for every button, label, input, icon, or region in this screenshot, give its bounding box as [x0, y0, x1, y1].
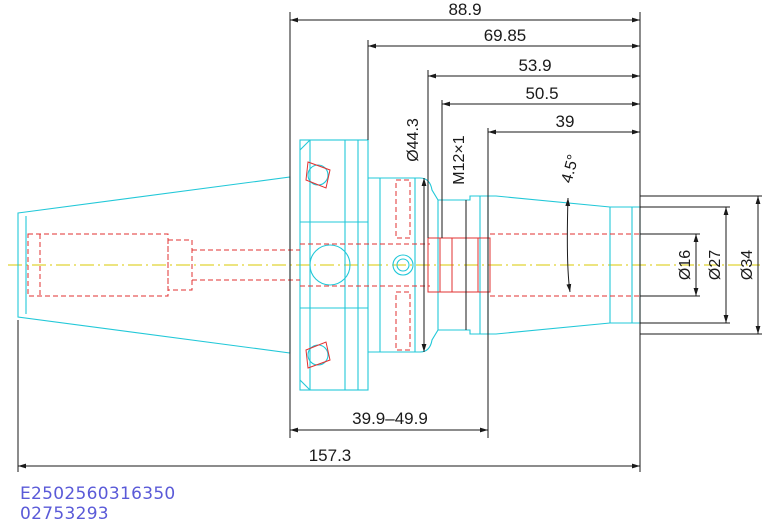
dim-dia-16: Ø16 — [677, 250, 694, 280]
dim-dia-34: Ø34 — [739, 250, 756, 280]
dimension-lines — [17, 12, 762, 472]
dim-dia-44-3: Ø44.3 — [405, 118, 422, 162]
dim-88-9: 88.9 — [448, 0, 481, 19]
dim-157-3: 157.3 — [309, 446, 352, 465]
dim-39: 39 — [556, 112, 575, 131]
part-number: 02753293 — [20, 504, 109, 524]
dim-thread: M12×1 — [451, 135, 468, 184]
dim-53-9: 53.9 — [518, 56, 551, 75]
dim-50-5: 50.5 — [525, 84, 558, 103]
dim-angle: 4.5° — [559, 153, 583, 185]
part-code: E2502560316350 — [20, 484, 176, 504]
dim-69-85: 69.85 — [484, 26, 527, 45]
dim-range: 39.9–49.9 — [352, 409, 428, 428]
dim-dia-27: Ø27 — [707, 250, 724, 280]
